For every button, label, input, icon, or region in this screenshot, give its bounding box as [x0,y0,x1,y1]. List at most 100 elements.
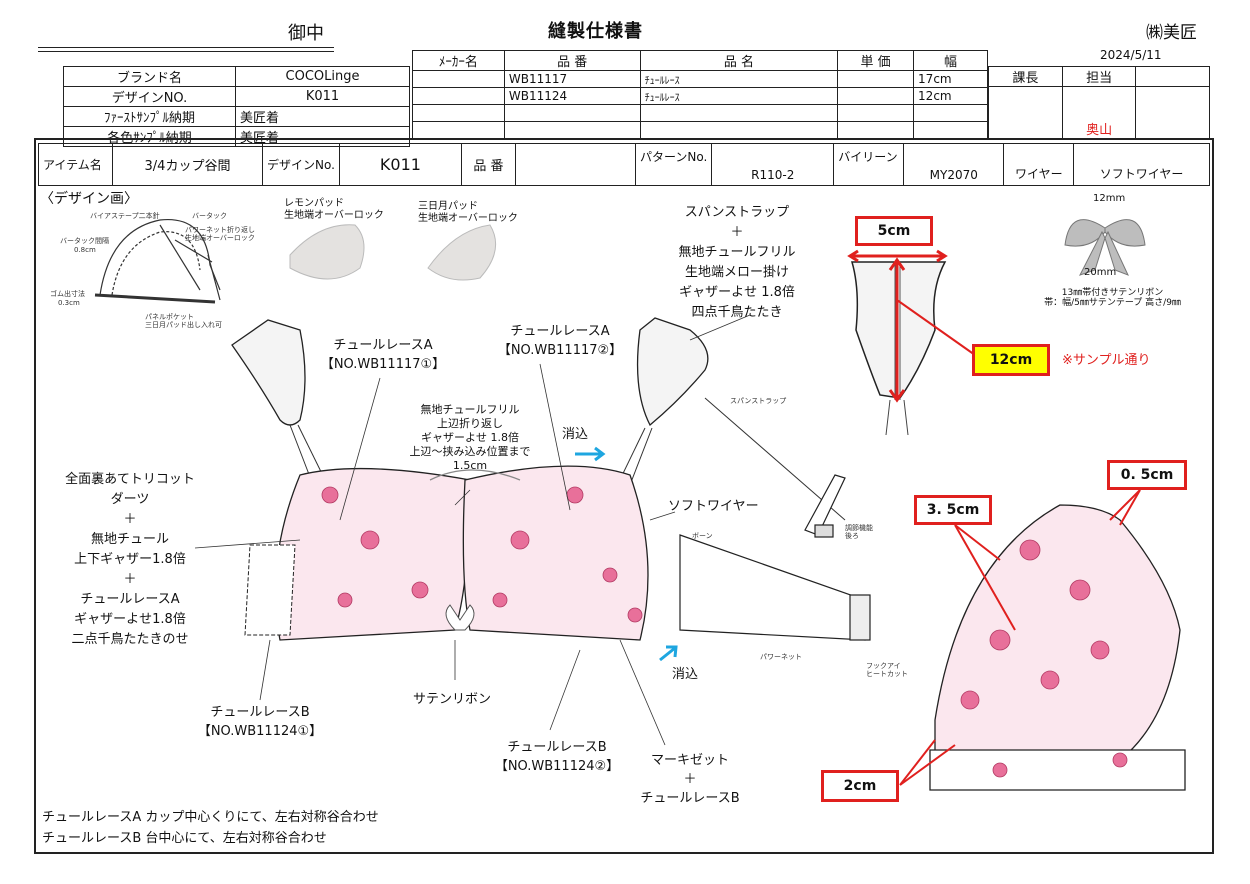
part-no-value[interactable] [514,143,636,186]
note-line: ギャザーよせ 1.8倍 [421,431,519,444]
col-unit-price: 単 価 [837,50,915,71]
pattern-no-value[interactable]: R110-2 [711,143,835,186]
cell[interactable] [837,87,915,105]
cell[interactable] [412,87,505,105]
bias-value[interactable]: MY2070 [903,143,1005,186]
note-line: ＋ [123,512,137,527]
note-line: 1.5cm [452,459,488,472]
lemon-pad-label: レモンパッド 生地端オーバーロック [284,198,384,221]
bone-label: ボーン [692,532,713,540]
detail-note: 0.3cm [58,299,80,307]
note-line: チュールレースB [210,705,310,720]
design-no-value[interactable]: K011 [235,86,410,107]
hook-eye-label: フックアイ ヒートカット [866,662,908,678]
note-line: ＋ [730,225,744,240]
sample-note: ※サンプル通り [1062,353,1151,368]
cell[interactable] [639,104,839,122]
note-line: ＋ [123,572,137,587]
detail-note: バータック [192,212,227,220]
soft-wire-label: ソフトワイヤー [668,499,759,514]
col-part-name: 品 名 [639,50,839,71]
note-line: 二点千鳥たたきのせ [71,632,189,647]
table-row [412,121,988,139]
note-line: ギャザーよせ1.8倍 [74,612,186,627]
note-line: ヒートカット [866,670,908,679]
cell[interactable]: 12cm [913,87,988,105]
power-net-label: パワーネット [760,653,802,661]
cell[interactable] [639,121,839,139]
dimension-2cm: 2cm [821,770,899,802]
table-header-row: 課長 担当 [988,66,1210,87]
crescent-pad-label: 三日月パッド 生地端オーバーロック [418,201,518,224]
note-line: スパンストラップ [684,205,790,220]
cell[interactable] [412,70,505,88]
cell[interactable] [503,104,641,122]
design-no-label: デザインNo. [262,143,340,186]
extra-stamp[interactable] [1135,86,1210,139]
design-no-value[interactable]: K011 [338,143,462,186]
cell[interactable]: ﾁｭｰﾙﾚｰｽ [639,70,839,88]
frill-length-label: 12cm [972,344,1050,376]
part-no-label: 品 番 [460,143,516,186]
detail-note: 三日月パッド出し入れ可 [145,321,222,329]
cell[interactable]: WB11117 [503,70,641,88]
lace-a1-label: チュールレースA 【NO.WB11117①】 [318,336,448,374]
table-row: ﾌｧｰｽﾄｻﾝﾌﾟﾙ納期美匠着 [63,106,410,127]
note-line: 【NO.WB11124②】 [494,759,620,774]
item-name-value[interactable]: 3/4カップ谷間 [112,143,263,186]
detail-note: ゴム出寸法 [50,290,85,298]
note-line: 無地チュール [90,532,169,547]
hide-label-top: 消込 [562,427,589,442]
ribbon-dim-bottom: 20mm [1084,267,1117,278]
col-width: 幅 [913,50,988,71]
cell[interactable]: 17cm [913,70,988,88]
cell[interactable] [837,104,915,122]
cell[interactable]: ﾁｭｰﾙﾚｰｽ [639,87,839,105]
footnote-lace-a: チュールレースA カップ中心くりにて、左右対称谷合わせ [42,810,379,825]
cell[interactable] [837,121,915,139]
spec-frame [34,138,1214,854]
pad-name: 三日月パッド [418,201,478,212]
addressee-suffix: 御中 [288,23,324,44]
cell[interactable] [913,121,988,139]
cell[interactable] [412,121,505,139]
ribbon-note: 13㎜帯付きサテンリボン 帯：幅/5㎜サテンテープ 高さ/9㎜ [1015,288,1210,309]
document-date: 2024/5/11 [1100,48,1162,62]
cell[interactable] [913,104,988,122]
note-line: チュールレースA [510,324,610,339]
table-row: アイテム名 3/4カップ谷間 デザインNo. K011 品 番 パターンNo. … [38,143,1210,186]
note-line: フックアイ [866,662,901,670]
note-line: ギャザーよせ 1.8倍 [679,285,795,300]
lace-a2-label: チュールレースA 【NO.WB11117②】 [490,322,630,360]
addressee-underline-2 [38,51,334,52]
cell[interactable] [503,121,641,139]
note-line: チュールレースA [80,592,180,607]
cell[interactable] [837,70,915,88]
wire-value[interactable]: ソフトワイヤー [1073,143,1210,186]
note-line: 上辺折り返し [437,417,503,430]
manager-header: 課長 [988,66,1063,87]
cell[interactable]: WB11124 [503,87,641,105]
col-part-no: 品 番 [503,50,641,71]
brand-value[interactable]: COCOLinge [235,66,410,87]
pad-note: 生地端オーバーロック [284,209,384,221]
item-name-label: アイテム名 [38,143,113,186]
note-line: 【NO.WB11117①】 [320,357,446,372]
staff-header: 担当 [1061,66,1137,87]
satin-ribbon-label: サテンリボン [413,692,492,707]
cell[interactable] [412,104,505,122]
footnote-lace-b: チュールレースB 台中心にて、左右対称谷合わせ [42,831,327,846]
note-line: チュールレースA [333,338,433,353]
note-line: 生地端メロー掛け [684,265,789,280]
span-strap-label: スパンストラップ [730,397,787,405]
center-frill-note: 無地チュールフリル 上辺折り返し ギャザーよせ 1.8倍 上辺～挟み込み位置まで… [395,403,545,473]
lace-b1-label: チュールレースB 【NO.WB11124①】 [190,703,330,741]
note-line: チュールレースB [507,740,607,755]
first-sample-value[interactable]: 美匠着 [235,106,410,127]
note-line: 【NO.WB11124①】 [197,724,323,739]
design-no-label: デザインNO. [63,86,236,107]
hide-label-bottom: 消込 [672,667,699,682]
staff-stamp[interactable]: 奥山 [1061,86,1137,139]
manager-stamp[interactable] [988,86,1063,139]
